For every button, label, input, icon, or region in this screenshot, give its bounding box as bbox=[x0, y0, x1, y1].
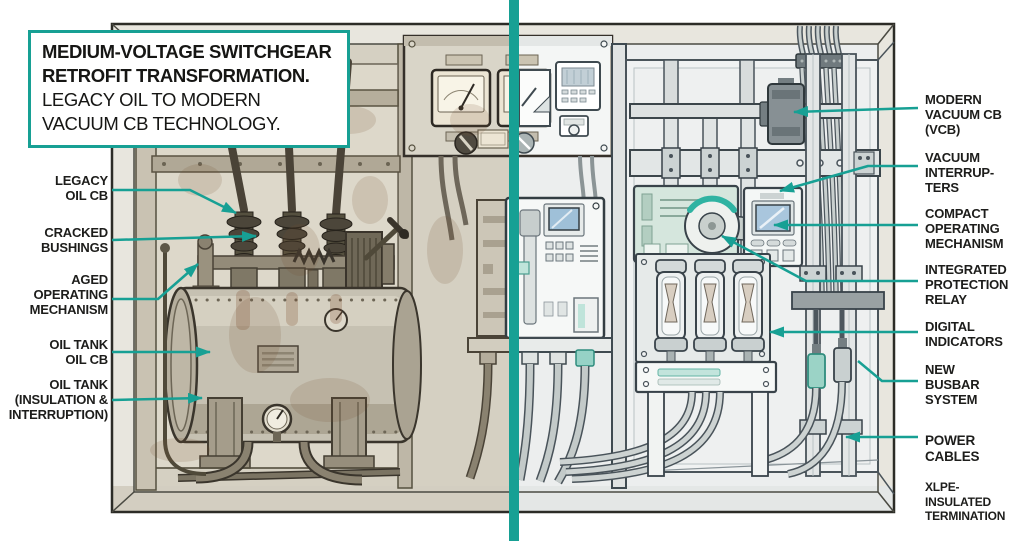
label-power-cables-sub: XLPE-INSULATED TERMINATION bbox=[925, 480, 1006, 523]
label-vacuum-interrupters: VACUUM INTERRUP- TERS bbox=[925, 150, 994, 195]
title-line-1: MEDIUM-VOLTAGE SWITCHGEAR bbox=[42, 41, 332, 62]
operating-mechanism bbox=[632, 184, 767, 264]
label-legacy-oil-cb: LEGACY OIL CB bbox=[55, 173, 108, 203]
grunge-stains bbox=[150, 104, 490, 462]
callout-leader-lines bbox=[111, 106, 919, 443]
modern-vcb-drawing bbox=[559, 25, 895, 495]
label-power-cables-title: POWER CABLES bbox=[925, 433, 980, 464]
label-power-cables: POWER CABLES XLPE-INSULATED TERMINATION bbox=[925, 418, 1023, 539]
vacuum-interrupters-drawing bbox=[654, 259, 765, 363]
label-aged-operating-mechanism: AGED OPERATING MECHANISM bbox=[29, 272, 109, 317]
label-new-busbar-system: NEW BUSBAR SYSTEM bbox=[925, 362, 980, 407]
title-line-4: VACUUM CB TECHNOLOGY. bbox=[42, 113, 281, 134]
label-compact-operating-mechanism: COMPACT OPERATING MECHANISM bbox=[925, 206, 1004, 251]
old-new-divider bbox=[509, 0, 519, 541]
label-modern-vacuum-cb: MODERN VACUUM CB (VCB) bbox=[925, 92, 1002, 137]
title-line-2: RETROFIT TRANSFORMATION. bbox=[42, 65, 310, 86]
title-box: MEDIUM-VOLTAGE SWITCHGEAR RETROFIT TRANS… bbox=[28, 30, 350, 148]
label-integrated-protection-relay: INTEGRATED PROTECTION RELAY bbox=[925, 262, 1009, 307]
label-cracked-bushings: CRACKED BUSHINGS bbox=[40, 225, 108, 255]
label-oil-tank-oil-cb: OIL TANK OIL CB bbox=[49, 337, 108, 367]
label-oil-tank-insulation: OIL TANK (INSULATION & INTERRUPTION) bbox=[8, 377, 108, 422]
title-line-3: LEGACY OIL TO MODERN bbox=[42, 89, 261, 110]
label-digital-indicators: DIGITAL INDICATORS bbox=[925, 319, 1003, 349]
